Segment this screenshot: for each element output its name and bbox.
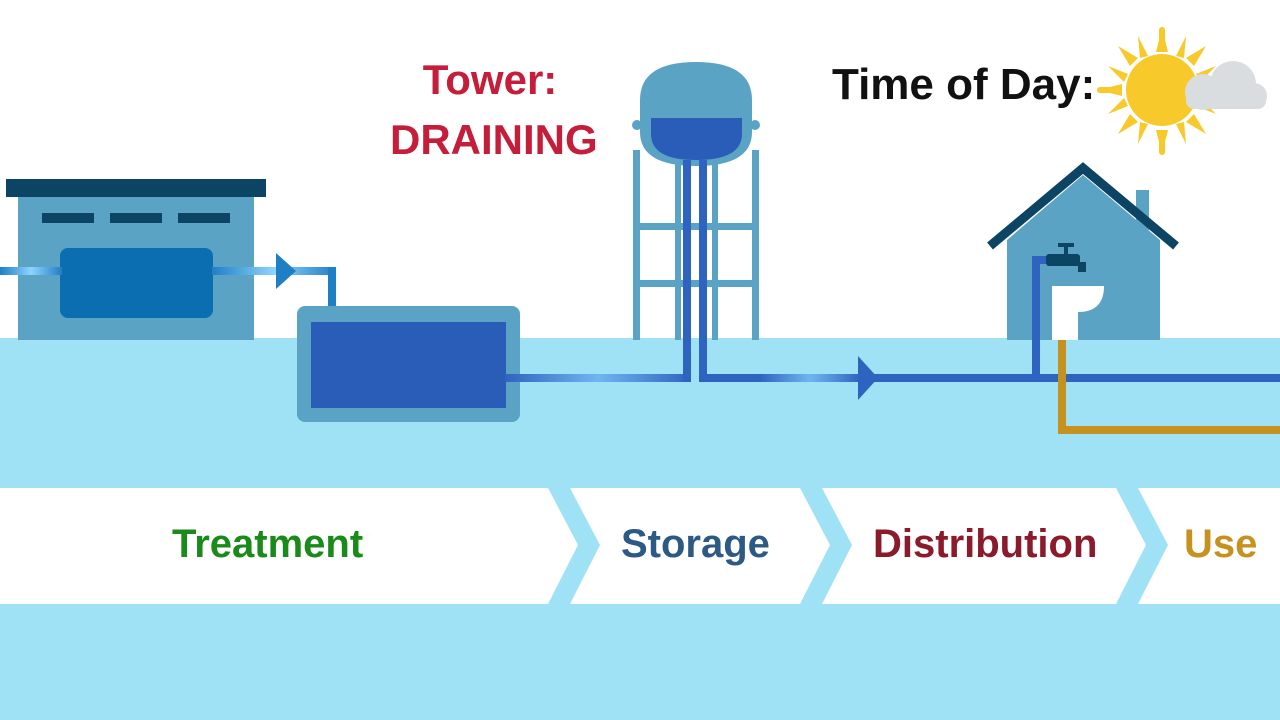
stage-label-distribution: Distribution	[873, 522, 1098, 566]
stage-label-use: Use	[1184, 522, 1258, 566]
stage-chevron-use	[1138, 488, 1280, 604]
water-tower	[632, 62, 760, 340]
flow-arrow-icon	[858, 356, 878, 400]
clearwell-reservoir	[297, 306, 520, 422]
sun-with-cloud-icon	[1097, 27, 1267, 155]
bottom-band	[0, 604, 1280, 720]
flow-arrow-icon	[276, 253, 296, 289]
house	[987, 162, 1179, 378]
wastewater-pipe	[1058, 340, 1280, 434]
faucet-icon	[1046, 243, 1086, 272]
inflow-pipe	[0, 253, 336, 323]
tower-label: Tower:	[422, 56, 558, 103]
tower-status-label: Tower: DRAINING	[390, 50, 598, 170]
tower-status-value: DRAINING	[390, 116, 598, 163]
ground-band	[0, 338, 1280, 488]
stage-label-storage: Storage	[621, 522, 770, 566]
stage-label-treatment: Treatment	[172, 522, 364, 566]
stage-chevron-storage	[570, 488, 830, 604]
distribution-pipe	[505, 160, 1280, 400]
treatment-plant	[6, 179, 266, 340]
sink-icon	[1052, 286, 1104, 340]
tower-water-level	[651, 118, 742, 160]
stage-chevron-treatment	[0, 488, 578, 604]
time-of-day-label: Time of Day:	[832, 60, 1096, 109]
stage-chevron-distribution	[822, 488, 1146, 604]
